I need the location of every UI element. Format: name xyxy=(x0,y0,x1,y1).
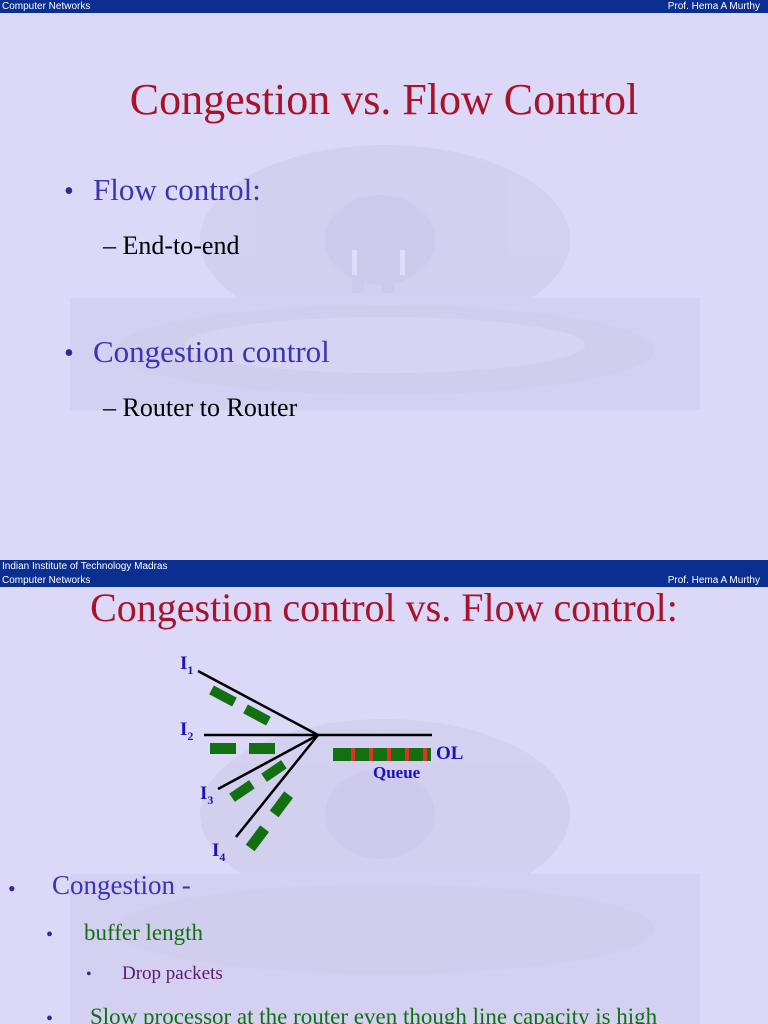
output-queue xyxy=(333,748,431,761)
slide-title: Congestion vs. Flow Control xyxy=(129,75,639,124)
packet xyxy=(229,780,255,802)
course-name: Computer Networks xyxy=(2,1,91,12)
bullet-marker: • xyxy=(64,176,74,207)
slide-1: Computer Networks Prof. Hema A Murthy Co… xyxy=(0,0,768,422)
bullet-marker: • xyxy=(64,338,74,369)
author-name: Prof. Hema A Murthy xyxy=(667,1,760,12)
slide-header-bar: Computer Networks Prof. Hema A Murthy xyxy=(0,0,768,13)
packet xyxy=(245,825,270,852)
input-line-4 xyxy=(235,734,319,838)
input-label-2: I2 xyxy=(180,719,193,743)
slide-2: Computer Networks Prof. Hema A Murthy Co… xyxy=(0,574,768,1024)
slide-footer-bar: Indian Institute of Technology Madras xyxy=(0,560,768,574)
sub-bullet-buffer-length: buffer length xyxy=(84,920,204,945)
bullet-congestion-control: Congestion control xyxy=(93,334,330,369)
input-label-4: I4 xyxy=(212,840,225,864)
sub-bullet-router-to-router: – Router to Router xyxy=(103,393,298,422)
packet xyxy=(261,760,287,782)
bullet-marker: • xyxy=(46,924,54,946)
packet xyxy=(249,743,275,754)
sub-bullet-end-to-end: – End-to-end xyxy=(103,231,240,260)
sub-bullet-slow-processor: Slow processor at the router even though… xyxy=(90,1004,658,1024)
input-line-3 xyxy=(217,733,319,791)
bullet-marker: • xyxy=(86,966,92,983)
slide-header-bar: Computer Networks Prof. Hema A Murthy xyxy=(0,574,768,587)
packet xyxy=(210,743,236,754)
bullet-marker: • xyxy=(46,1008,54,1024)
bullet-marker: • xyxy=(8,876,16,901)
bullet-congestion: Congestion - xyxy=(52,870,191,900)
output-line-label: OL xyxy=(436,743,463,764)
input-label-1: I1 xyxy=(180,653,193,677)
slide-title: Congestion control vs. Flow control: xyxy=(90,585,678,630)
course-name: Computer Networks xyxy=(2,575,91,586)
author-name: Prof. Hema A Murthy xyxy=(667,575,760,586)
queue-label: Queue xyxy=(373,763,421,782)
input-label-3: I3 xyxy=(200,783,213,807)
bullet-flow-control: Flow control: xyxy=(93,172,261,207)
institute-name: Indian Institute of Technology Madras xyxy=(2,561,168,572)
packet xyxy=(269,791,294,818)
sub-sub-bullet-drop-packets: Drop packets xyxy=(122,963,223,984)
packet xyxy=(243,704,271,726)
packet xyxy=(209,685,237,707)
input-line-1 xyxy=(197,669,319,737)
router-congestion-diagram: I1 I2 I3 I4 OL Queue xyxy=(180,653,463,864)
